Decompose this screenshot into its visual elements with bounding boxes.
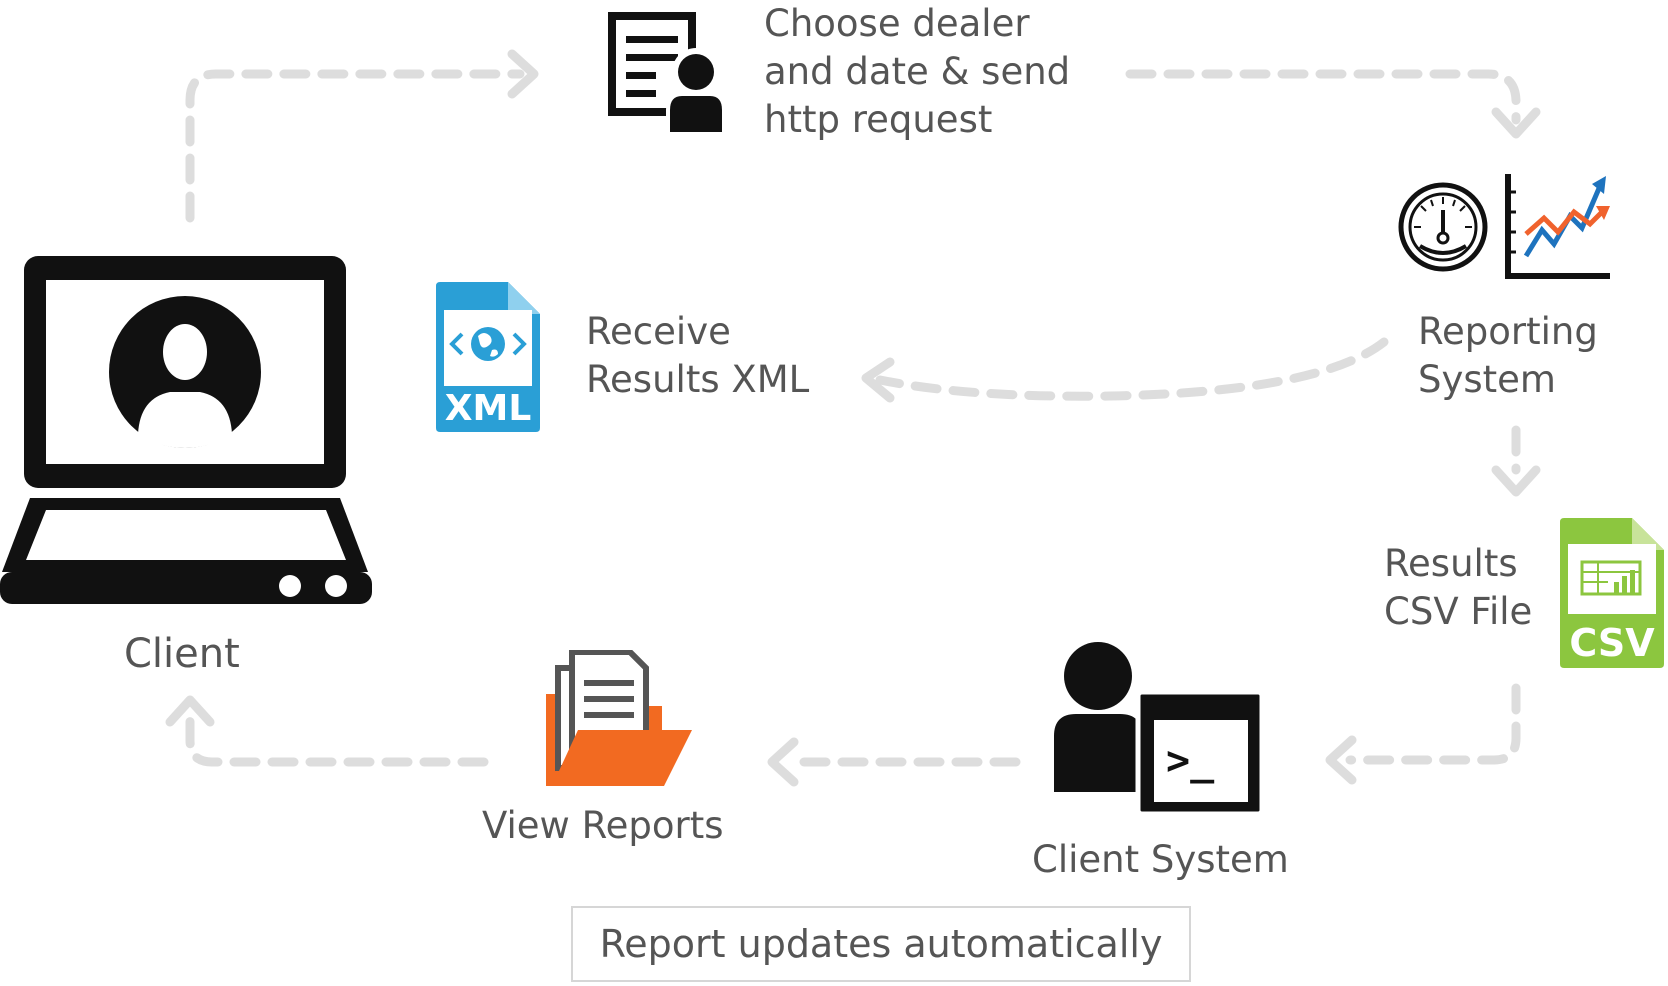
label-line: Choose dealer: [764, 2, 1030, 45]
receive-xml-label: Receive Results XML: [586, 308, 809, 404]
trend-chart-icon: [1505, 174, 1610, 279]
view-reports-label: View Reports: [482, 804, 724, 847]
label-line: and date & send: [764, 50, 1071, 93]
arrowhead-left-icon: [861, 357, 895, 403]
label-line: http request: [764, 98, 993, 141]
footer-note-box: Report updates automatically: [571, 906, 1191, 982]
arrowhead-down-icon: [1491, 107, 1541, 139]
csv-badge-text: CSV: [1569, 621, 1655, 665]
gauge-icon: [1398, 182, 1488, 272]
client-system-label: Client System: [1032, 838, 1289, 881]
client-label: Client: [124, 631, 240, 677]
arrowhead-down-icon: [1491, 465, 1541, 497]
request-step-label: Choose dealer and date & send http reque…: [764, 0, 1070, 144]
label-line: Results XML: [586, 358, 810, 401]
connector-request-to-reporting: [1125, 69, 1521, 125]
csv-file-icon: CSV: [1560, 518, 1664, 668]
results-csv-label: Results CSV File: [1384, 540, 1532, 636]
connector-client-to-request: [185, 69, 525, 223]
arrowhead-left-icon: [767, 737, 799, 787]
connector-csv-to-client-system: [1345, 683, 1521, 765]
label-line: System: [1418, 358, 1556, 401]
request-document-icon: [608, 12, 726, 136]
connector-reports-to-client: [185, 711, 489, 767]
label-line: Results: [1384, 542, 1518, 585]
xml-badge-text: XML: [445, 388, 532, 429]
laptop-user-icon: [0, 256, 372, 604]
reports-folder-icon: [546, 650, 692, 786]
reporting-system-label: Reporting System: [1418, 308, 1598, 404]
label-line: Receive: [586, 310, 731, 353]
arrowhead-up-icon: [165, 695, 215, 727]
label-line: CSV File: [1384, 590, 1533, 633]
terminal-prompt-text: >_: [1166, 738, 1215, 784]
arrowhead-right-icon: [507, 49, 539, 99]
user-terminal-icon: >_: [1054, 642, 1264, 816]
connector-reporting-to-xml: [875, 337, 1389, 401]
label-line: Reporting: [1418, 310, 1598, 353]
arrowhead-left-icon: [1325, 735, 1357, 785]
xml-file-icon: XML: [436, 282, 540, 432]
footer-note-text: Report updates automatically: [599, 922, 1163, 966]
